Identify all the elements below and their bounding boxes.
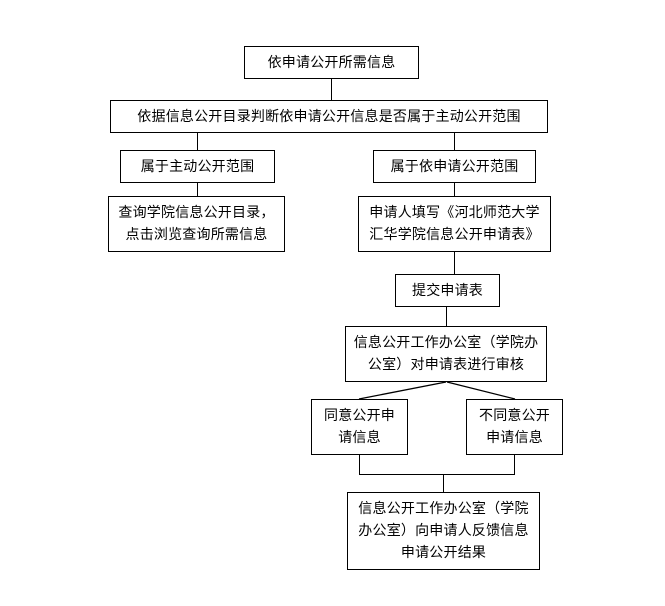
node-label: 依据信息公开目录判断依申请公开信息是否属于主动公开范围 <box>137 108 521 125</box>
node-fill-application-form: 申请人填写《河北师范大学 汇华学院信息公开申请表》 <box>358 196 551 252</box>
node-label: 信息公开工作办公室（学院 办公室）向申请人反馈信息 申请公开结果 <box>358 501 529 561</box>
connector-n8-n9-diagonal <box>358 381 447 400</box>
node-label: 信息公开工作办公室（学院办 公室）对申请表进行审核 <box>353 335 539 373</box>
node-judge-scope: 依据信息公开目录判断依申请公开信息是否属于主动公开范围 <box>110 100 548 133</box>
node-label: 同意公开申 请信息 <box>324 408 395 446</box>
node-approve-disclosure: 同意公开申 请信息 <box>311 399 408 455</box>
node-request-info: 依申请公开所需信息 <box>244 46 419 79</box>
node-upon-request-scope: 属于依申请公开范围 <box>373 150 536 183</box>
node-submit-application-form: 提交申请表 <box>395 274 500 307</box>
node-label: 属于主动公开范围 <box>140 158 255 175</box>
node-label: 提交申请表 <box>412 282 483 299</box>
node-label: 不同意公开 申请信息 <box>479 408 550 446</box>
node-active-disclosure-scope: 属于主动公开范围 <box>120 150 275 183</box>
node-query-catalog: 查询学院信息公开目录， 点击浏览查询所需信息 <box>108 196 285 252</box>
node-office-review: 信息公开工作办公室（学院办 公室）对申请表进行审核 <box>345 326 547 382</box>
node-label: 申请人填写《河北师范大学 汇华学院信息公开申请表》 <box>369 205 540 243</box>
node-feedback-result: 信息公开工作办公室（学院 办公室）向申请人反馈信息 申请公开结果 <box>347 492 540 570</box>
node-reject-disclosure: 不同意公开 申请信息 <box>466 399 563 455</box>
node-label: 依申请公开所需信息 <box>267 54 396 71</box>
connector-n8-n10-diagonal <box>446 381 516 400</box>
node-label: 查询学院信息公开目录， 点击浏览查询所需信息 <box>118 205 275 243</box>
node-label: 属于依申请公开范围 <box>390 158 519 175</box>
